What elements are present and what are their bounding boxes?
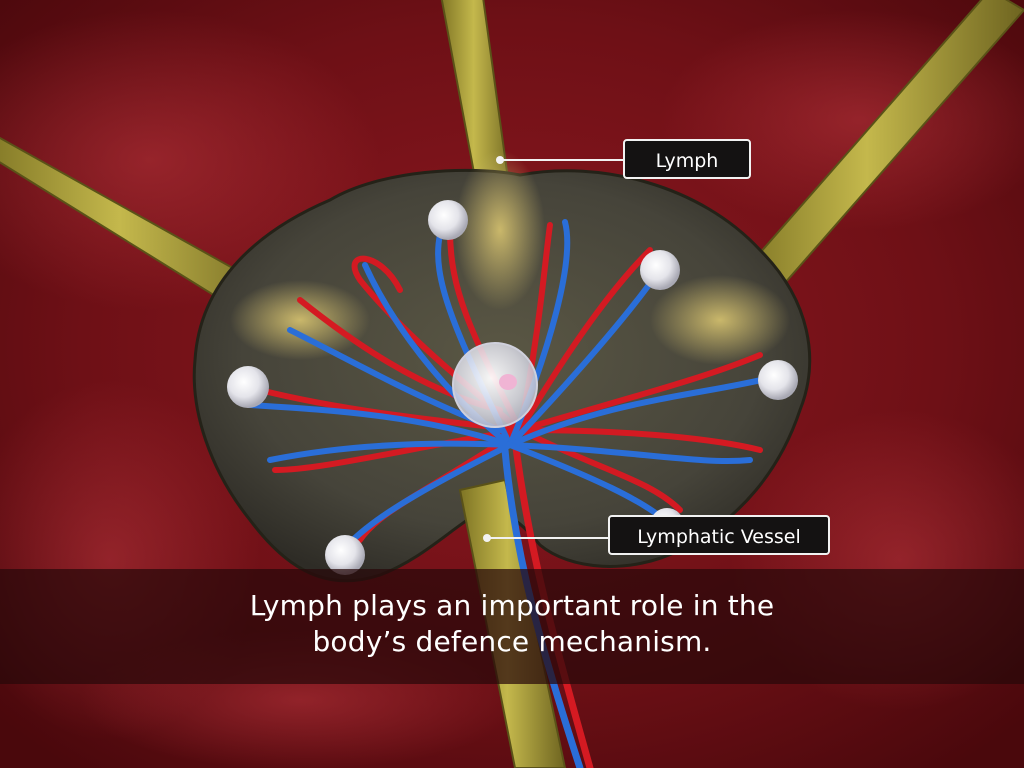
caption-line-1: Lymph plays an important role in the — [249, 589, 775, 622]
caption-line-2: body’s defence mechanism. — [312, 625, 712, 658]
cell-nucleus — [499, 374, 517, 390]
artery-branch — [517, 247, 653, 433]
label-lymph: Lymph — [623, 139, 751, 179]
callout-leaders — [483, 156, 623, 542]
caption: Lymph plays an important role in the bod… — [112, 588, 912, 660]
lymphocyte — [758, 360, 798, 400]
artery-branch — [517, 352, 763, 433]
lymph-diffusion — [650, 275, 790, 365]
lymph-diffusion — [455, 150, 545, 310]
vein-branch — [247, 402, 513, 448]
lymphocyte — [227, 366, 269, 408]
vein-branch — [267, 440, 513, 463]
lymph-diffusion — [230, 280, 370, 360]
lymphocyte — [428, 200, 468, 240]
lymphocyte — [640, 250, 680, 290]
leader-dot-vessel — [483, 534, 491, 542]
vein-branch — [507, 442, 753, 464]
vein-branch — [342, 442, 513, 551]
central-lymphocyte — [452, 342, 538, 428]
lymphocyte — [325, 535, 365, 575]
artery-branch — [517, 427, 683, 513]
label-lymphatic-vessel: Lymphatic Vessel — [608, 515, 830, 555]
vein-branch — [507, 375, 773, 448]
artery-branch — [517, 427, 763, 453]
caption-bar — [0, 569, 1024, 684]
leader-dot-lymph — [496, 156, 504, 164]
